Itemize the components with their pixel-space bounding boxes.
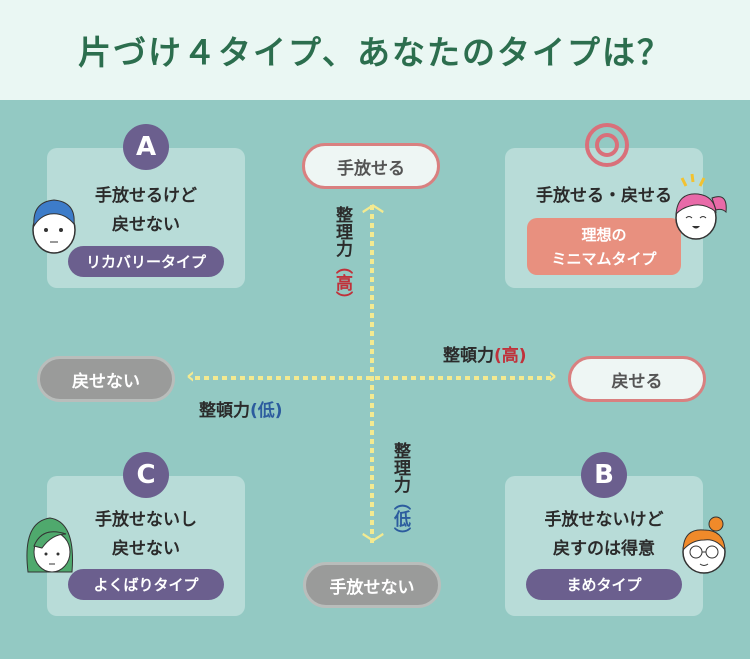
woman-glasses-face-icon [682,516,726,574]
header: 片づけ４タイプ、あなたのタイプは？ [0,0,750,100]
horizontal-low-label: 整頓力(低) [199,401,283,421]
man-face-icon [32,199,76,254]
card-b-type-tag: まめタイプ [526,569,682,600]
card-c-type-tag: よくばりタイプ [68,569,224,600]
vertical-high-label: 整理力（高） [332,206,352,308]
vertical-axis-line [370,205,374,545]
horizontal-high-label: 整頓力(高) [443,346,527,366]
card-type-ideal: 手放せる・戻せる 理想の ミニマムタイプ [505,148,703,288]
card-type-c: 手放せないし 戻せない よくばりタイプ [47,476,245,616]
card-b-line2: 戻すのは得意 [553,539,655,559]
axis-left-pill: 戻せない [37,356,175,402]
card-a-type-tag: リカバリータイプ [68,246,224,277]
arrow-right-icon: › [548,364,558,389]
card-ideal-line1: 手放せる・戻せる [536,186,672,206]
arrow-down-icon: ﹀ [362,533,385,558]
page-title: 片づけ４タイプ、あなたのタイプは？ [77,33,672,72]
axis-right-pill: 戻せる [568,356,706,402]
card-c-line1: 手放せないし [95,510,197,530]
arrow-left-icon: ‹ [186,364,196,389]
ideal-type-line2: ミニマムタイプ [551,250,657,268]
card-type-a: 手放せるけど 戻せない リカバリータイプ [47,148,245,288]
arrow-up-icon: ︿ [362,192,385,217]
badge-a: A [123,124,169,170]
card-a-line1: 手放せるけど [95,186,197,206]
double-circle-icon [585,123,629,167]
ideal-type-line1: 理想の [581,226,627,244]
woman-green-hair-face-icon [26,517,74,573]
card-type-b: 手放せないけど 戻すのは得意 まめタイプ [505,476,703,616]
horizontal-axis-line [195,376,553,380]
card-c-line2: 戻せない [112,539,180,559]
vertical-low-label: 整理力（低） [390,442,410,544]
axis-bottom-pill: 手放せない [303,562,441,608]
card-b-line1: 手放せないけど [544,510,664,530]
badge-b: B [581,452,627,498]
card-ideal-type-tag: 理想の ミニマムタイプ [527,218,681,275]
woman-smiling-face-icon [675,173,727,240]
axis-top-pill: 手放せる [302,143,440,189]
card-a-line2: 戻せない [112,215,180,235]
badge-c: C [123,452,169,498]
